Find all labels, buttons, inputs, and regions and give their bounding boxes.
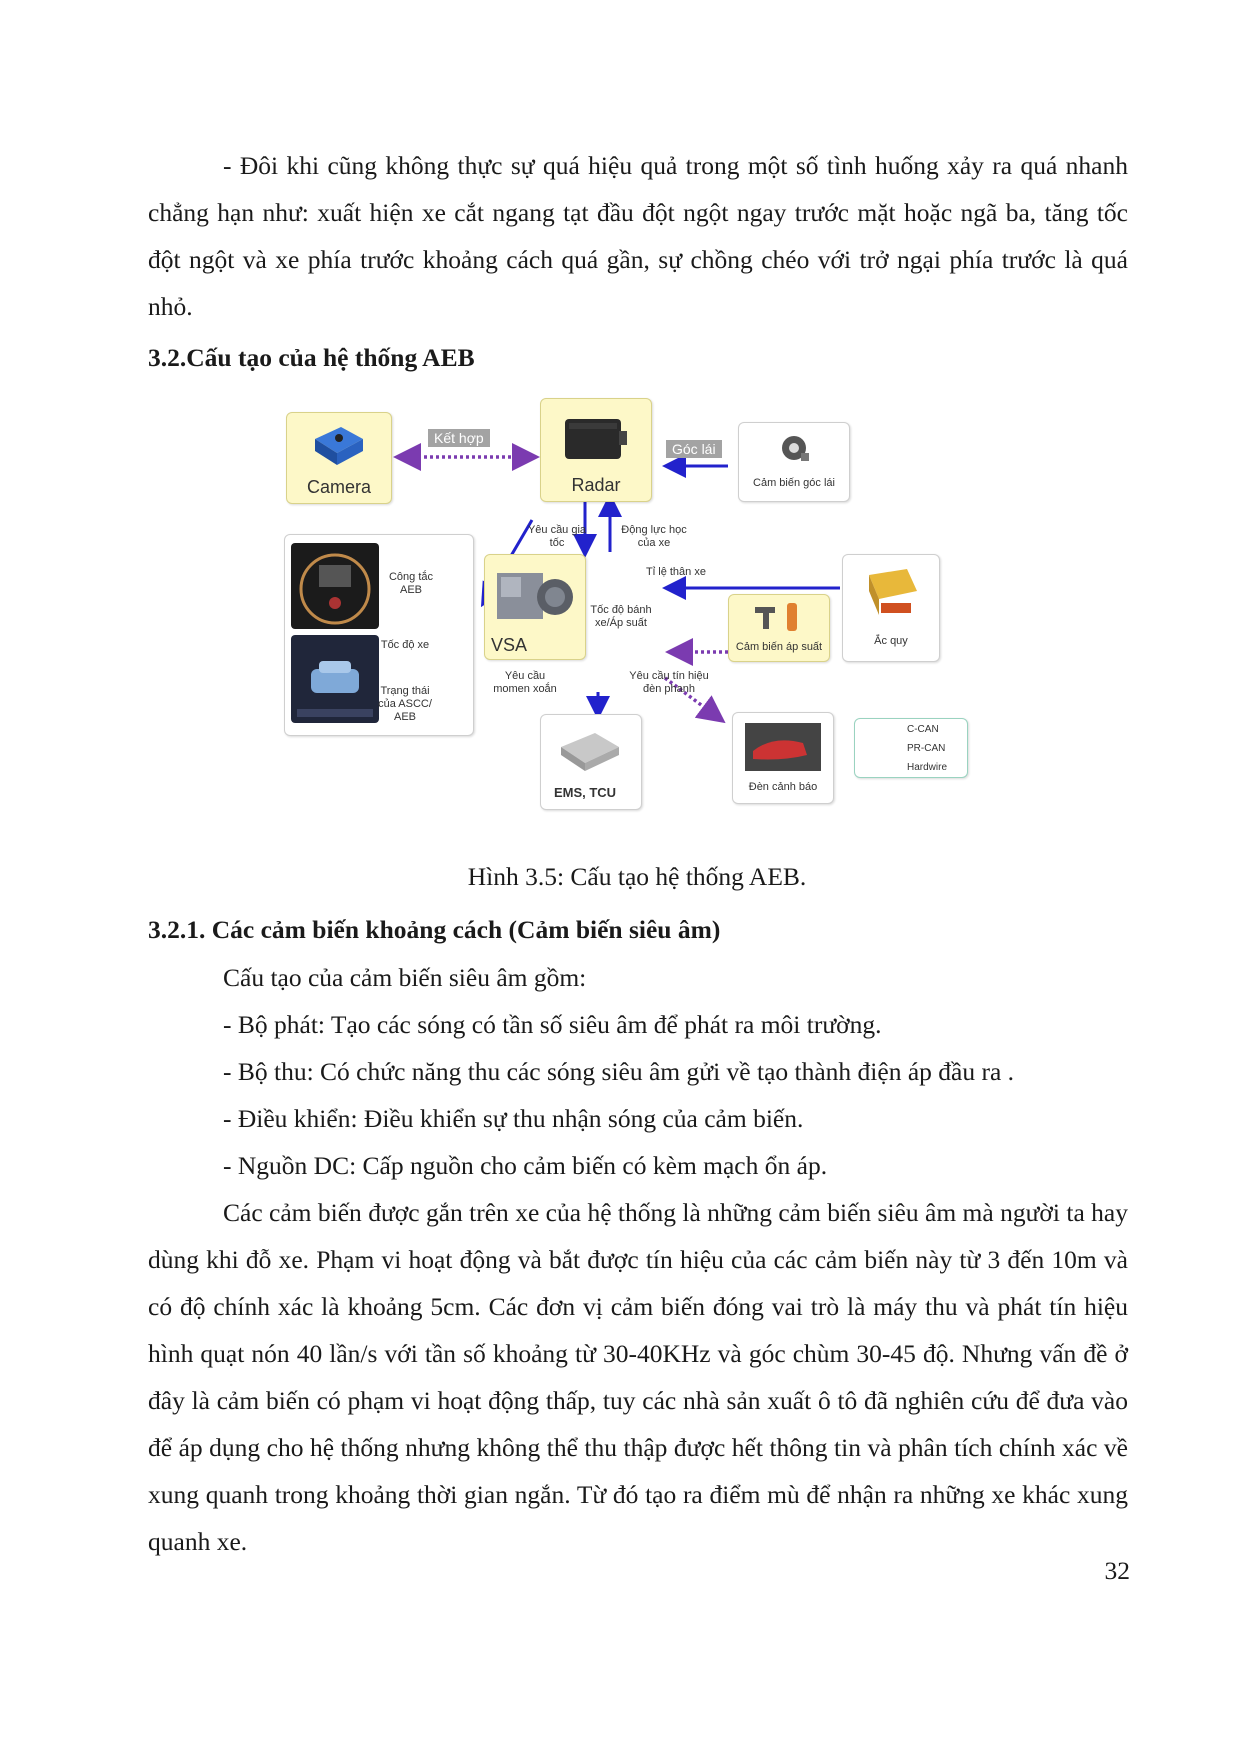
battery-label: Ắc quy xyxy=(874,635,908,647)
camera-box: Camera xyxy=(286,412,392,504)
yeu-cau-gia-toc-label: Yêu cầu gia tốc xyxy=(527,524,587,549)
list-intro-line: Cấu tạo của cảm biến siêu âm gồm: xyxy=(223,963,587,992)
camera-label: Camera xyxy=(306,477,372,497)
yeu-cau-momen-label: Yêu cầu momen xoắn xyxy=(493,670,557,695)
car-display-icon xyxy=(297,661,373,717)
goc-lai-tag: Góc lái xyxy=(666,440,722,458)
section-heading-3-2-1: 3.2.1. Các cảm biến khoảng cách (Cảm biế… xyxy=(148,915,721,944)
steering-sensor-box: Cảm biến góc lái xyxy=(738,422,850,502)
ems-tcu-box: EMS, TCU xyxy=(540,714,642,810)
list-item-dieu-khien: - Điều khiển: Điều khiển sự thu nhận són… xyxy=(223,1104,804,1133)
steering-sensor-icon xyxy=(782,436,809,461)
toc-do-xe-label: Tốc độ xe xyxy=(380,639,430,651)
list-item-bo-thu: - Bộ thu: Có chức năng thu các sóng siêu… xyxy=(223,1057,1015,1086)
radar-label: Radar xyxy=(571,475,621,495)
figure-caption: Hình 3.5: Cấu tạo hệ thống AEB. xyxy=(467,862,807,891)
warning-light-icon xyxy=(745,723,821,771)
yeu-cau-tin-hieu-label: Yêu cầu tín hiệu đèn phanh xyxy=(629,670,709,695)
intro-paragraph: - Đôi khi cũng không thực sự quá hiệu qu… xyxy=(148,151,1128,321)
vsa-icon xyxy=(497,573,573,619)
battery-box: Ắc quy xyxy=(842,554,940,662)
dong-luc-hoc-label: Động lực học của xe xyxy=(621,524,687,549)
legend-hardwire-label: Hardwire xyxy=(907,762,948,773)
legend-box: C-CAN PR-CAN Hardwire xyxy=(854,718,968,778)
steering-sensor-label: Cảm biến góc lái xyxy=(753,477,835,489)
battery-icon xyxy=(869,569,917,615)
warning-light-box: Đèn cảnh báo xyxy=(732,712,834,804)
trang-thai-label: Trạng thái của ASCC/ AEB xyxy=(378,685,432,723)
legend-prcan-label: PR-CAN xyxy=(907,743,946,754)
section-heading-3-2: 3.2.Cấu tạo của hệ thống AEB xyxy=(148,343,475,372)
pressure-sensor-box: Cảm biến áp suất xyxy=(728,594,830,662)
legend-ccan-label: C-CAN xyxy=(907,724,939,735)
ket-hop-tag: Kết hợp xyxy=(428,429,490,447)
radar-box: Radar xyxy=(540,398,652,502)
cluster-gauge-image xyxy=(291,543,379,629)
list-item-nguon-dc: - Nguồn DC: Cấp nguồn cho cảm biến có kè… xyxy=(223,1151,828,1180)
list-item-bo-phat: - Bộ phát: Tạo các sóng có tần số siêu â… xyxy=(223,1010,882,1039)
aeb-structure-diagram: Camera Kết hợp Radar Góc lái Cảm biến gó… xyxy=(280,394,1000,824)
page-number: 32 xyxy=(1104,1556,1131,1585)
toc-do-banh-label: Tốc độ bánh xe/Áp suất xyxy=(590,604,652,629)
radar-icon xyxy=(565,419,627,459)
vsa-label: VSA xyxy=(490,635,528,655)
camera-icon xyxy=(315,427,363,465)
cong-tac-aeb-label: Công tắc AEB xyxy=(388,571,434,596)
pressure-sensor-icon xyxy=(755,603,797,631)
ti-le-than-xe-label: Tỉ lệ thân xe xyxy=(646,566,706,578)
body-paragraph: Các cảm biến được gắn trên xe của hệ thố… xyxy=(148,1198,1128,1556)
ems-tcu-icon xyxy=(561,733,619,771)
cluster-display-image xyxy=(291,635,379,723)
vsa-box: VSA xyxy=(484,554,586,660)
ems-tcu-label: EMS, TCU xyxy=(553,785,617,800)
gauge-icon xyxy=(299,553,371,625)
instrument-cluster-box: Công tắc AEB Tốc độ xe Trạng thái của AS… xyxy=(284,534,474,736)
pressure-sensor-label: Cảm biến áp suất xyxy=(735,641,823,653)
warning-light-label: Đèn cảnh báo xyxy=(748,781,818,793)
